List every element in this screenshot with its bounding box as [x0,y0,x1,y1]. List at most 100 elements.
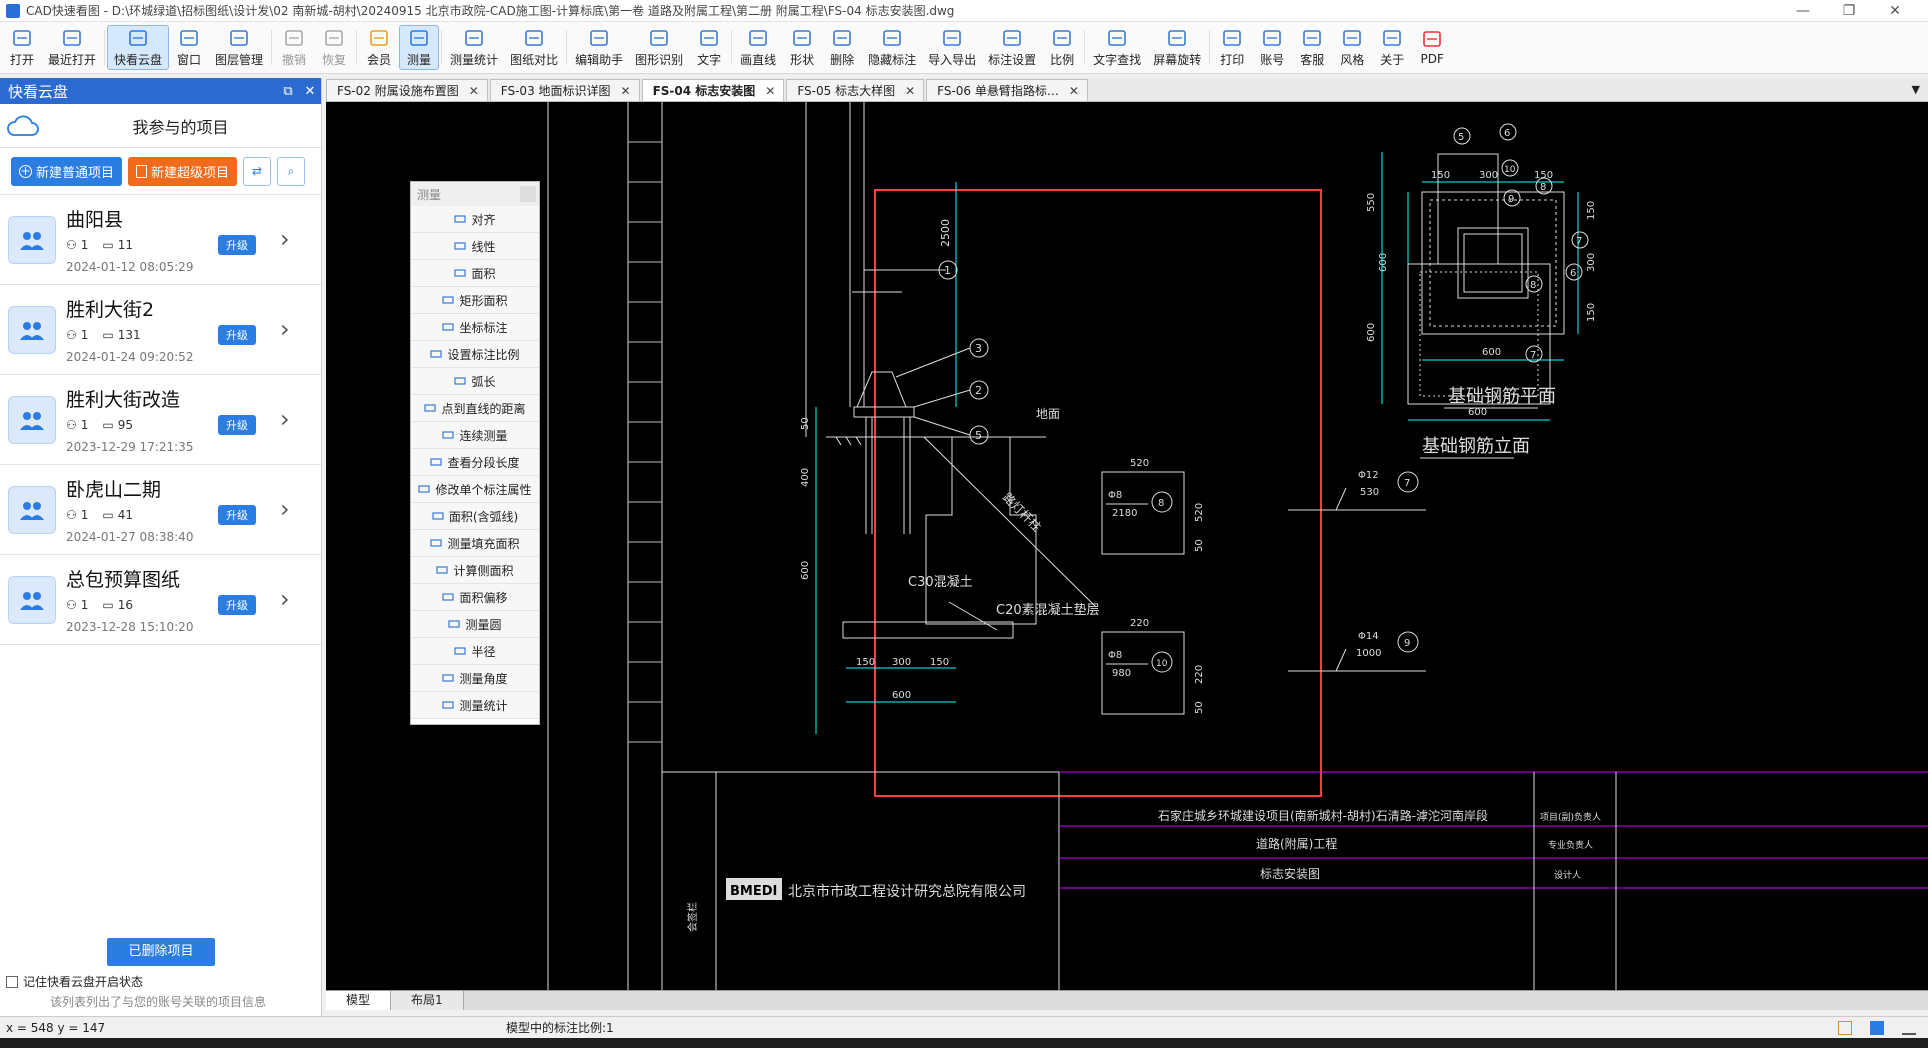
undock-icon[interactable]: ⧉ [283,83,293,99]
status-minimize-icon[interactable] [1902,1021,1916,1035]
toolbar-button-6[interactable]: 恢复 [314,22,354,73]
toolbar-button-label: 图形识别 [635,52,684,67]
tab-close-icon[interactable]: ✕ [765,83,776,98]
toolbar-button-0[interactable]: 打开 [2,22,42,73]
doc-tab[interactable]: FS-05 标志大样图✕ [786,79,925,101]
measure-tool-item[interactable]: 计算侧面积 [411,557,539,584]
remember-state-checkbox[interactable]: 记住快看云盘开启状态 [6,973,143,990]
doc-tab[interactable]: FS-04 标志安装图✕ [641,79,785,101]
status-pdf-icon[interactable] [1870,1020,1884,1035]
chevron-right-icon[interactable]: › [280,585,290,613]
layout-tab-layout1[interactable]: 布局1 [391,991,464,1010]
measure-tool-item[interactable]: 点到直线的距离 [411,395,539,422]
tab-close-icon[interactable]: ✕ [620,83,631,98]
measure-tool-item[interactable]: 坐标标注 [411,314,539,341]
measure-tool-item[interactable]: 弧长 [411,368,539,395]
toolbar-button-26[interactable]: 风格 [1332,22,1372,73]
measure-tool-item[interactable]: 设置标注比例 [411,341,539,368]
measure-tool-item[interactable]: 修改单个标注属性 [411,476,539,503]
toolbar-button-20[interactable]: 比例 [1042,22,1082,73]
chevron-right-icon[interactable]: › [280,225,290,253]
toolbar-button-28[interactable]: PDF [1412,22,1452,73]
panel-close-icon[interactable]: ✕ [304,83,316,99]
minimize-icon[interactable]: — [1796,3,1810,19]
status-image-icon[interactable] [1838,1020,1852,1035]
measure-tool-item[interactable]: 半径 [411,638,539,665]
toolbar-button-9[interactable]: 测量统计 [444,22,504,73]
measure-tool-item[interactable]: 测量统计 [411,692,539,719]
measure-tool-item[interactable]: 查看分段长度 [411,449,539,476]
tab-close-icon[interactable]: ✕ [905,83,916,98]
upgrade-button[interactable]: 升级 [218,325,256,345]
toolbar-button-1[interactable]: 最近打开 [42,22,102,73]
measure-panel-close-button[interactable] [520,186,536,202]
file-count: 41 [117,508,134,522]
toolbar-button-5[interactable]: 撤销 [274,22,314,73]
toolbar-button-12[interactable]: 图形识别 [629,22,689,73]
tab-close-icon[interactable]: ✕ [468,83,479,98]
new-super-project-button[interactable]: 新建超级项目 [128,156,238,186]
upgrade-button[interactable]: 升级 [218,595,256,615]
toolbar-button-4[interactable]: 图层管理 [209,22,269,73]
toolbar-button-3[interactable]: 窗口 [169,22,209,73]
toolbar-button-17[interactable]: 隐藏标注 [862,22,922,73]
upgrade-button[interactable]: 升级 [218,415,256,435]
toolbar-button-11[interactable]: 编辑助手 [569,22,629,73]
close-icon[interactable]: ✕ [1889,3,1901,19]
tab-close-icon[interactable]: ✕ [1068,83,1079,98]
toolbar-button-13[interactable]: 文字 [689,22,729,73]
doc-tab[interactable]: FS-06 单悬臂指路标…✕ [926,79,1088,101]
measure-tool-item[interactable]: 连续测量 [411,422,539,449]
toolbar-button-22[interactable]: 屏幕旋转 [1147,22,1207,73]
measure-tool-item[interactable]: 测量填充面积 [411,530,539,557]
headset-icon [1301,28,1323,48]
measure-tool-item[interactable]: 矩形面积 [411,287,539,314]
toolbar-button-27[interactable]: 关于 [1372,22,1412,73]
toolbar-button-24[interactable]: 账号 [1252,22,1292,73]
restore-icon[interactable]: ❐ [1842,3,1856,19]
toolbar-button-21[interactable]: 文字查找 [1087,22,1147,73]
measure-tool-label: 测量角度 [459,671,508,686]
toolbar-button-15[interactable]: 形状 [782,22,822,73]
toolbar-button-25[interactable]: 客服 [1292,22,1332,73]
measure-tool-item[interactable]: 测量圆 [411,611,539,638]
chevron-right-icon[interactable]: › [280,315,290,343]
chevron-right-icon[interactable]: › [280,405,290,433]
measure-tool-item[interactable]: 测量角度 [411,665,539,692]
deleted-projects-button[interactable]: 已删除项目 [107,938,215,966]
checkbox-box[interactable] [6,975,18,988]
tab-list-dropdown-icon[interactable]: ▼ [1911,83,1920,96]
toolbar-button-14[interactable]: 画直线 [734,22,782,73]
measure-tool-item[interactable]: 对齐 [411,206,539,233]
measure-tool-item[interactable]: 线性 [411,233,539,260]
toolbar-button-10[interactable]: 图纸对比 [504,22,564,73]
toolbar-button-18[interactable]: 导入导出 [922,22,982,73]
toolbar-button-8[interactable]: 测量 [399,25,440,70]
doc-tab[interactable]: FS-02 附属设施布置图✕ [326,79,488,101]
toolbar-button-2[interactable]: 快看云盘 [107,25,170,70]
drawing-canvas[interactable]: 2500 地面 C30混凝土 C20素混凝土垫层 路灯杆柱 50 400 600… [326,102,1928,990]
toolbar-button-7[interactable]: 会员 [359,22,399,73]
cloud-icon [127,28,149,48]
toolbar-button-16[interactable]: 删除 [822,22,862,73]
search-button[interactable]: ⌕ [277,156,306,186]
toolbar-button-23[interactable]: 打印 [1212,22,1252,73]
doc-tab[interactable]: FS-03 地面标识详图✕ [489,79,640,101]
layout-tab-model[interactable]: 模型 [326,991,392,1010]
chevron-right-icon[interactable]: › [280,495,290,523]
refresh-icon: ⇄ [252,164,263,178]
upgrade-button[interactable]: 升级 [218,235,256,255]
measure-tool-item[interactable]: 面积 [411,260,539,287]
toolbar-button-19[interactable]: 标注设置 [982,22,1042,73]
refresh-button[interactable]: ⇄ [243,156,272,186]
upgrade-button[interactable]: 升级 [218,505,256,525]
measure-tool-item[interactable]: 面积(含弧线) [411,503,539,530]
new-normal-project-button[interactable]: + 新建普通项目 [11,156,123,186]
elev-bottom-600: 600 [1468,407,1487,418]
measure-tool-item[interactable]: 面积偏移 [411,584,539,611]
